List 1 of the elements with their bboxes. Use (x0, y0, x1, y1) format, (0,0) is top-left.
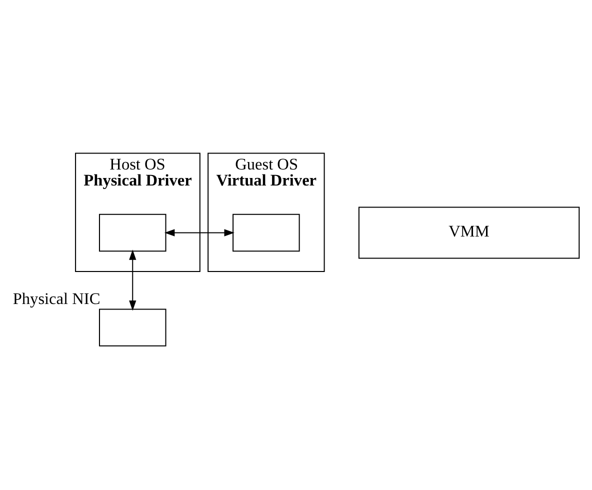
node-label: Physical NIC (12, 288, 100, 308)
